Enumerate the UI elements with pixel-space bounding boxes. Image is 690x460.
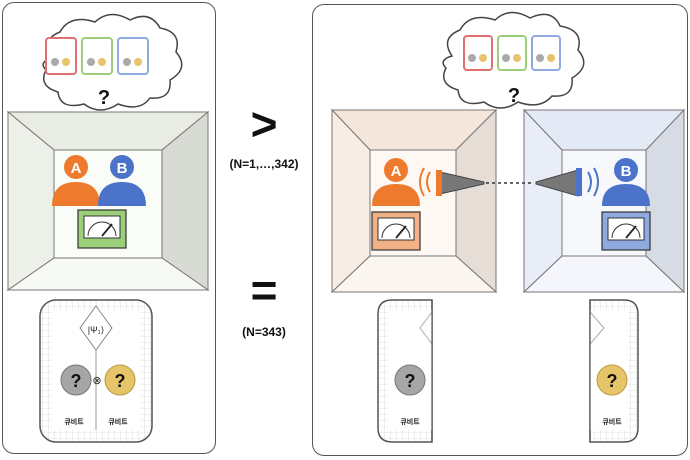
person-b-right-label: B	[621, 163, 632, 180]
qubit-label-left: 큐비트	[64, 417, 84, 426]
mini-card-green	[497, 35, 527, 71]
qubit-question-right: ?	[115, 371, 126, 391]
qubit-label-right-panel-left: 큐비트	[400, 417, 420, 426]
mini-card-red	[45, 37, 77, 75]
mini-card-blue	[117, 37, 149, 75]
person-a-label: A	[71, 160, 82, 177]
state-label: |Ψ₁⟩	[88, 325, 104, 335]
thought-question-right: ?	[508, 85, 520, 107]
qubit-box-left: |Ψ₁⟩ ? ? ⊗ 큐비트 큐비트	[39, 299, 153, 443]
qubit-question-right-panel-left: ?	[405, 371, 416, 391]
meter-icon	[77, 209, 127, 249]
speaker-icon	[419, 167, 485, 197]
qubit-gold	[104, 364, 136, 396]
qubit-box-half-right: ? 큐비트	[589, 299, 639, 443]
mini-card-red	[463, 35, 493, 71]
qubit-label-right-panel-right: 큐비트	[602, 417, 622, 426]
qubit-gray	[60, 364, 92, 396]
person-a-right: A	[372, 158, 420, 206]
mini-card-green	[81, 37, 113, 75]
person-b-label: B	[117, 160, 128, 177]
qubit-label-right: 큐비트	[108, 417, 128, 426]
qubit-question-right-panel-right: ?	[607, 371, 618, 391]
room-b-right	[522, 108, 686, 294]
meter-icon	[601, 211, 651, 251]
person-b-left: B	[98, 155, 146, 206]
tensor-symbol: ⊗	[92, 375, 101, 387]
person-a-left: A	[52, 155, 100, 206]
greater-caption: (N=1,…,342)	[229, 157, 298, 171]
qubit-box-half-left: ? 큐비트	[377, 299, 433, 443]
speaker-icon	[535, 167, 599, 197]
thought-cloud-left: ?	[42, 13, 183, 111]
equal-caption: (N=343)	[242, 325, 286, 339]
person-a-right-label: A	[391, 163, 402, 180]
meter-icon	[371, 211, 421, 251]
qubit-gray	[394, 364, 426, 396]
equal-symbol: =	[251, 264, 278, 316]
thought-cloud-right: ?	[442, 11, 585, 109]
room-left	[6, 110, 210, 291]
qubit-gold	[596, 364, 628, 396]
thought-question-left: ?	[98, 87, 110, 109]
mini-card-blue	[531, 35, 561, 71]
person-b-right: B	[602, 158, 650, 206]
qubit-question-left: ?	[71, 371, 82, 391]
greater-symbol: >	[251, 98, 278, 150]
